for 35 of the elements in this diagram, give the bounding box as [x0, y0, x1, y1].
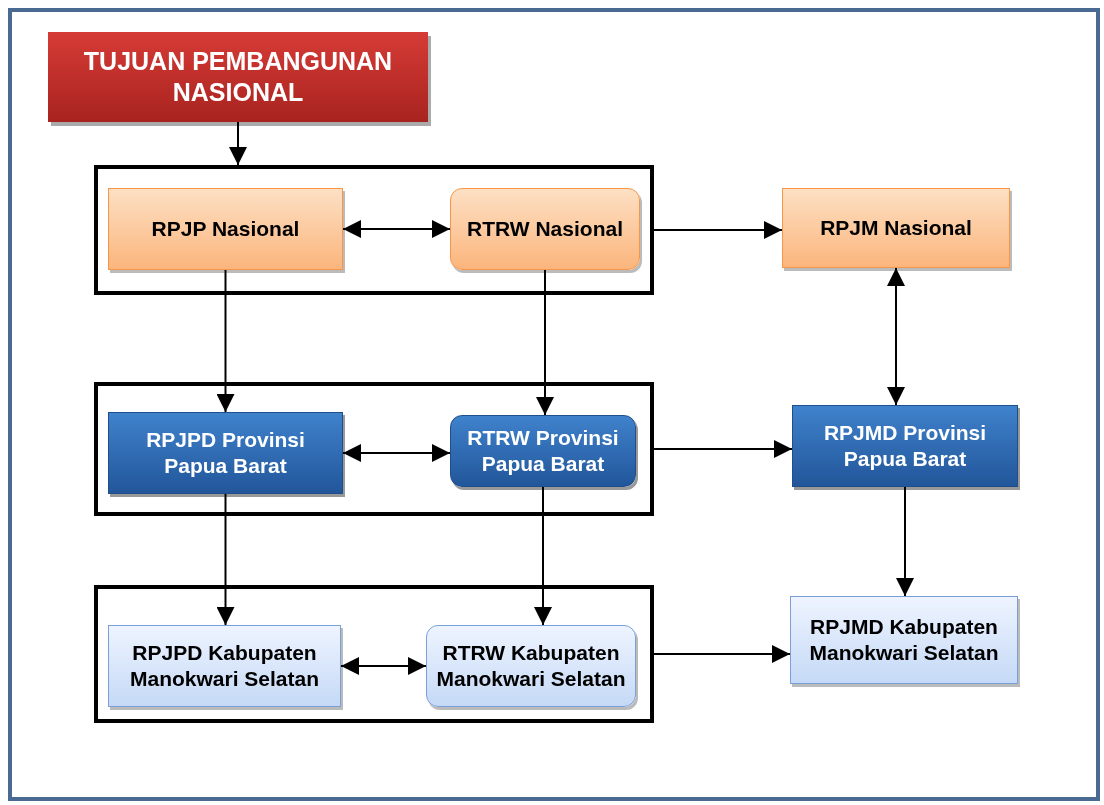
- arrow: [229, 121, 247, 166]
- rounded-process-box: [450, 415, 636, 487]
- node-label: TUJUAN PEMBANGUNAN NASIONAL: [82, 45, 394, 108]
- process-box: [790, 596, 1018, 684]
- process-box: [108, 625, 341, 707]
- process-box: [782, 188, 1010, 268]
- arrow: [342, 444, 451, 462]
- arrow: [340, 657, 427, 675]
- arrow: [534, 486, 552, 626]
- arrow: [653, 221, 783, 239]
- arrow: [653, 645, 791, 663]
- node-label: RTRW Kabupaten Manokwari Selatan: [435, 639, 627, 692]
- node-label: RTRW Provinsi Papua Barat: [466, 424, 620, 477]
- arrow: [536, 269, 554, 416]
- rounded-process-box: [450, 188, 640, 270]
- node-label: RTRW Nasional: [466, 215, 624, 242]
- node-label: RPJMD Provinsi Papua Barat: [822, 419, 988, 472]
- group-frame: [94, 585, 654, 723]
- node-label: RPJPD Provinsi Papua Barat: [145, 426, 306, 479]
- node-label: RPJMD Kabupaten Manokwari Selatan: [808, 613, 1000, 666]
- process-box: [792, 405, 1018, 487]
- node-label: RPJM Nasional: [819, 214, 973, 241]
- arrow: [342, 220, 451, 238]
- rounded-process-box: [426, 625, 636, 707]
- process-box: [108, 412, 343, 494]
- arrow: [216, 269, 235, 413]
- arrow: [653, 440, 793, 458]
- node-label: RPJP Nasional: [150, 215, 301, 242]
- arrow: [887, 267, 905, 406]
- arrow: [896, 486, 914, 597]
- group-frame: [94, 382, 654, 516]
- process-box: [108, 188, 343, 270]
- group-frame: [94, 165, 654, 295]
- node-label: RPJPD Kabupaten Manokwari Selatan: [128, 639, 321, 692]
- arrow: [216, 493, 235, 626]
